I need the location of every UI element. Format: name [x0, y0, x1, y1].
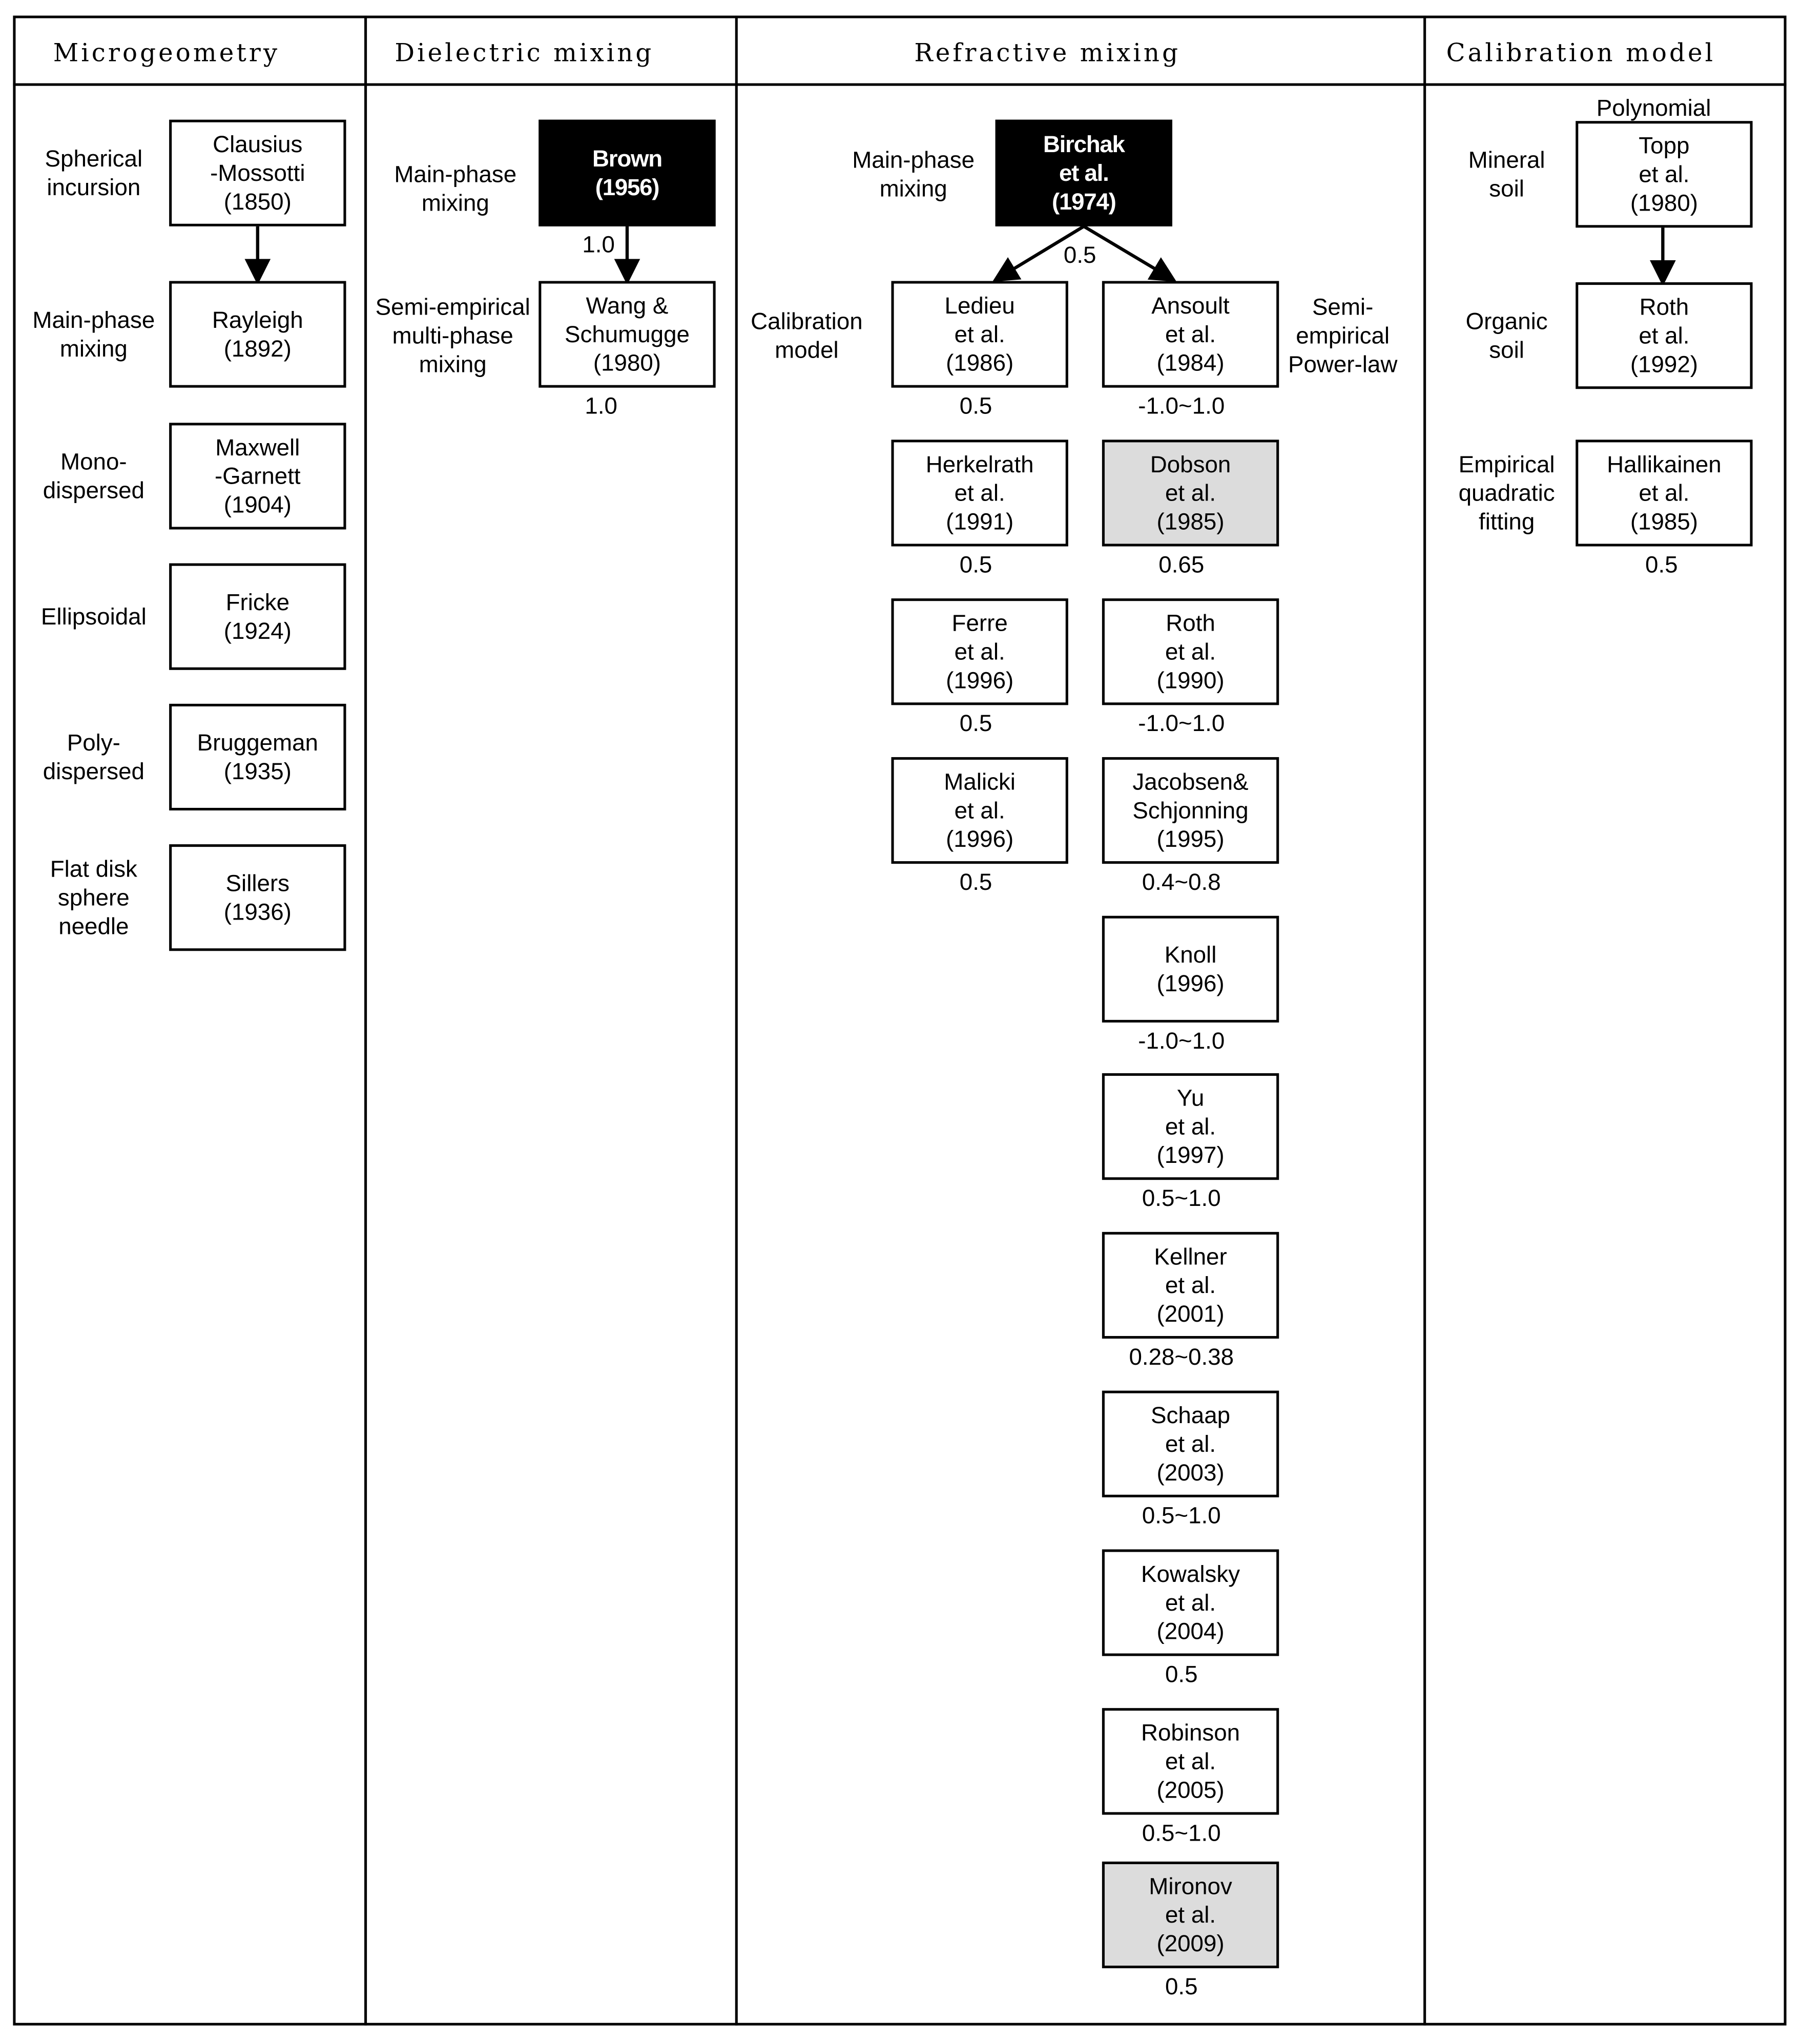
model-box: Ansoult et al. (1984) — [1102, 281, 1279, 388]
row-label: Spherical incursion — [45, 145, 143, 201]
model-box: Kellner et al. (2001) — [1102, 1232, 1279, 1339]
exponent-value: -1.0~1.0 — [1138, 392, 1225, 419]
exponent-value: -1.0~1.0 — [1138, 1028, 1225, 1054]
model-box: Roth et al. (1990) — [1102, 598, 1279, 705]
model-box: Topp et al. (1980) — [1576, 121, 1753, 228]
model-box: Kowalsky et al. (2004) — [1102, 1549, 1279, 1656]
model-box: Yu et al. (1997) — [1102, 1073, 1279, 1180]
header-microgeometry: Microgeometry — [53, 39, 280, 68]
exponent-value: 0.5 — [1645, 551, 1678, 578]
exponent-value: 0.5~1.0 — [1142, 1820, 1221, 1846]
row-label: Mineral soil — [1468, 147, 1545, 202]
row-label: Flat disk sphere needle — [50, 856, 137, 940]
model-box: Fricke (1924) — [169, 563, 346, 670]
model-box: Sillers (1936) — [169, 844, 346, 951]
model-box: Bruggeman (1935) — [169, 703, 346, 811]
model-box-birchak: Birchak et al. (1974) — [995, 119, 1172, 226]
model-box: Jacobsen& Schjonning (1995) — [1102, 757, 1279, 864]
row-label: Empirical quadratic fitting — [1458, 451, 1555, 535]
exponent-value: 0.5 — [959, 710, 992, 737]
exponent-value: 0.5 — [959, 551, 992, 578]
model-box: Rayleigh (1892) — [169, 281, 346, 388]
model-box: Ledieu et al. (1986) — [891, 281, 1068, 388]
model-box: Hallikainen et al. (1985) — [1576, 440, 1753, 547]
model-box: Robinson et al. (2005) — [1102, 1708, 1279, 1815]
exponent-value: 0.5 — [1063, 242, 1096, 268]
exponent-value: 0.5~1.0 — [1142, 1503, 1221, 1529]
exponent-value: 0.5 — [959, 869, 992, 895]
model-box: Dobson et al. (1985) — [1102, 440, 1279, 547]
exponent-value: 1.0 — [585, 392, 617, 419]
model-box: Wang & Schumugge (1980) — [538, 281, 716, 388]
row-label: Calibration model — [751, 308, 863, 363]
exponent-value: 0.5 — [959, 392, 992, 419]
exponent-value: 0.5 — [1165, 1661, 1198, 1687]
column-divider — [1423, 15, 1426, 2026]
header-divider — [13, 83, 1787, 86]
table-frame — [13, 15, 1787, 2026]
model-box: Clausius -Mossotti (1850) — [169, 119, 346, 226]
row-label: Main-phase mixing — [32, 307, 155, 362]
model-box: Malicki et al. (1996) — [891, 757, 1068, 864]
exponent-value: 0.5 — [1165, 1973, 1198, 2000]
arrow — [992, 225, 1085, 282]
exponent-value: -1.0~1.0 — [1138, 710, 1225, 737]
model-box: Schaap et al. (2003) — [1102, 1390, 1279, 1497]
row-label: Poly- dispersed — [43, 729, 144, 785]
header-refractive-mixing: Refractive mixing — [914, 39, 1181, 68]
header-calibration-model: Calibration model — [1446, 39, 1716, 68]
exponent-value: 0.4~0.8 — [1142, 869, 1221, 895]
model-box: Roth et al. (1992) — [1576, 282, 1753, 389]
exponent-value: 0.65 — [1158, 551, 1205, 578]
column-divider — [364, 15, 367, 2026]
model-box: Ferre et al. (1996) — [891, 598, 1068, 705]
arrow — [1083, 225, 1177, 282]
model-box-brown: Brown (1956) — [538, 119, 716, 226]
model-box: Knoll (1996) — [1102, 915, 1279, 1023]
exponent-value: 1.0 — [582, 232, 615, 258]
column-divider — [735, 15, 738, 2026]
model-box: Maxwell -Garnett (1904) — [169, 423, 346, 530]
row-label: Organic soil — [1465, 308, 1548, 363]
row-label: Main-phase mixing — [852, 147, 975, 202]
row-label: Semi-empirical multi-phase mixing — [375, 294, 530, 378]
exponent-value: 0.28~0.38 — [1129, 1344, 1234, 1370]
row-label: Ellipsoidal — [40, 603, 147, 630]
row-label: Mono- dispersed — [43, 449, 144, 504]
polynomial-label: Polynomial — [1596, 95, 1711, 121]
model-box: Mironov et al. (2009) — [1102, 1861, 1279, 1969]
model-box: Herkelrath et al. (1991) — [891, 440, 1068, 547]
header-dielectric-mixing: Dielectric mixing — [395, 39, 654, 68]
row-label: Semi- empirical Power-law — [1288, 294, 1398, 378]
exponent-value: 0.5~1.0 — [1142, 1185, 1221, 1212]
row-label: Main-phase mixing — [394, 161, 517, 216]
